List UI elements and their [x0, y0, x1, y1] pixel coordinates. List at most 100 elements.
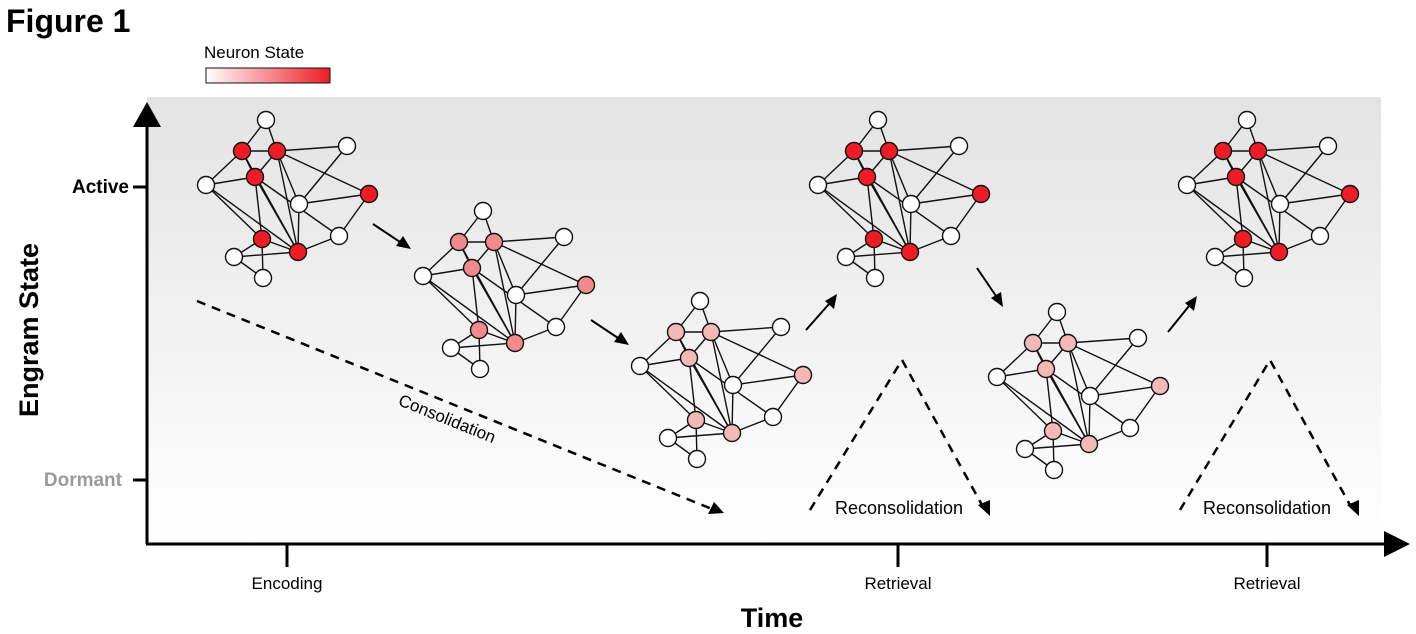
inactive-neuron: [1120, 418, 1140, 438]
engram-neuron: [1043, 421, 1063, 441]
engram-neuron: [449, 232, 469, 252]
inactive-neuron: [687, 449, 707, 469]
consolidation-arrowhead: [708, 502, 724, 514]
synapse-edge: [205, 184, 299, 253]
transition-arrow-1: [372, 223, 401, 243]
transition-arrowhead-5: [1185, 296, 1197, 311]
inactive-neuron: [865, 268, 885, 288]
synapse-edge: [276, 150, 300, 205]
synapse-edge: [1067, 342, 1161, 387]
synapse-edge: [1032, 342, 1090, 445]
engram-neuron: [722, 423, 742, 443]
synapse-edge: [493, 241, 517, 296]
engram-neuron: [701, 322, 721, 342]
synapse-edge: [1257, 150, 1281, 205]
synapse-edge: [1279, 193, 1351, 205]
inactive-neuron: [1205, 247, 1225, 267]
transition-arrowhead-1: [396, 236, 411, 249]
inactive-neuron: [1177, 175, 1197, 195]
synapse-edge: [515, 284, 587, 296]
inactive-neuron: [1015, 439, 1035, 459]
network-retrieval-1: [808, 110, 991, 288]
engram-neuron: [857, 167, 877, 187]
inactive-neuron: [289, 194, 309, 214]
inactive-neuron: [630, 356, 650, 376]
reconsolidation-2-label: Reconsolidation: [1203, 498, 1331, 518]
synapse-edge: [866, 176, 875, 240]
synapse-edge: [675, 331, 733, 434]
inactive-neuron: [413, 266, 433, 286]
synapse-edge: [1067, 342, 1091, 397]
synapse-edge: [458, 241, 516, 344]
inactive-neuron: [763, 407, 783, 427]
inactive-neuron: [473, 201, 493, 221]
synapse-edge: [241, 150, 299, 253]
inactive-neuron: [196, 175, 216, 195]
legend-color-bar: [205, 67, 331, 84]
transition-arrowhead-2: [614, 332, 629, 345]
transition-arrows: [372, 223, 1197, 345]
inactive-neuron: [329, 226, 349, 246]
engram-neuron: [1226, 167, 1246, 187]
synapse-edge: [910, 145, 960, 205]
engram-neuron: [686, 410, 706, 430]
synapse-edge: [639, 365, 697, 421]
synapse-edge: [888, 150, 982, 195]
synapse-edge: [1279, 145, 1329, 205]
figure-title: Figure 1: [6, 3, 130, 39]
inactive-neuron: [987, 367, 1007, 387]
transition-arrow-2: [590, 319, 619, 339]
inactive-neuron: [1047, 302, 1067, 322]
synapse-edge: [1067, 337, 1139, 344]
inactive-neuron: [658, 428, 678, 448]
legend-label: Neuron State: [204, 43, 304, 62]
synapse-edge: [1222, 150, 1280, 253]
engram-neuron: [245, 167, 265, 187]
engram-neuron: [576, 275, 596, 295]
synapse-edge: [493, 241, 587, 286]
engram-neuron: [1058, 333, 1078, 353]
synapse-edge: [1186, 184, 1244, 240]
network-consolidated: [630, 291, 813, 469]
engram-neuron: [1036, 359, 1056, 379]
inactive-neuron: [1318, 136, 1338, 156]
inactive-neuron: [941, 226, 961, 246]
engram-neuron: [1340, 184, 1360, 204]
transition-arrowhead-3: [825, 294, 837, 309]
synapse-edge: [1257, 145, 1329, 152]
x-axis-title: Time: [741, 603, 804, 633]
synapse-edge: [845, 251, 911, 258]
engram-neuron: [1213, 141, 1233, 161]
reconsolidation-1-arrowhead: [978, 500, 990, 516]
synapse-edge: [853, 150, 911, 253]
synapse-edge: [996, 376, 1090, 445]
engram-neuron: [793, 365, 813, 385]
synapse-edge: [515, 236, 565, 296]
synapse-edge: [1186, 184, 1280, 253]
inactive-neuron: [253, 268, 273, 288]
synapse-edge: [233, 251, 299, 258]
synapse-edge: [276, 150, 299, 253]
synapse-edge: [1235, 176, 1244, 240]
engram-neuron: [252, 229, 272, 249]
inactive-neuron: [868, 110, 888, 130]
engram-neuron: [1248, 141, 1268, 161]
inactive-neuron: [554, 227, 574, 247]
engram-neuron: [505, 333, 525, 353]
network-reconsolidating: [987, 302, 1170, 480]
synapse-edge: [1067, 342, 1090, 445]
engram-neuron: [288, 242, 308, 262]
synapse-edge: [888, 145, 960, 152]
y-tick-label-dormant: Dormant: [44, 470, 123, 491]
synapse-edge: [639, 365, 733, 434]
synapse-edge: [1045, 368, 1054, 432]
engram-neuron: [359, 184, 379, 204]
synapse-edge: [254, 176, 263, 240]
inactive-neuron: [1128, 328, 1148, 348]
engram-neuron: [1233, 229, 1253, 249]
engram-neuron: [864, 229, 884, 249]
x-tick-label-encoding: Encoding: [252, 574, 323, 593]
engram-neuron: [971, 184, 991, 204]
engram-networks: [196, 110, 1360, 480]
